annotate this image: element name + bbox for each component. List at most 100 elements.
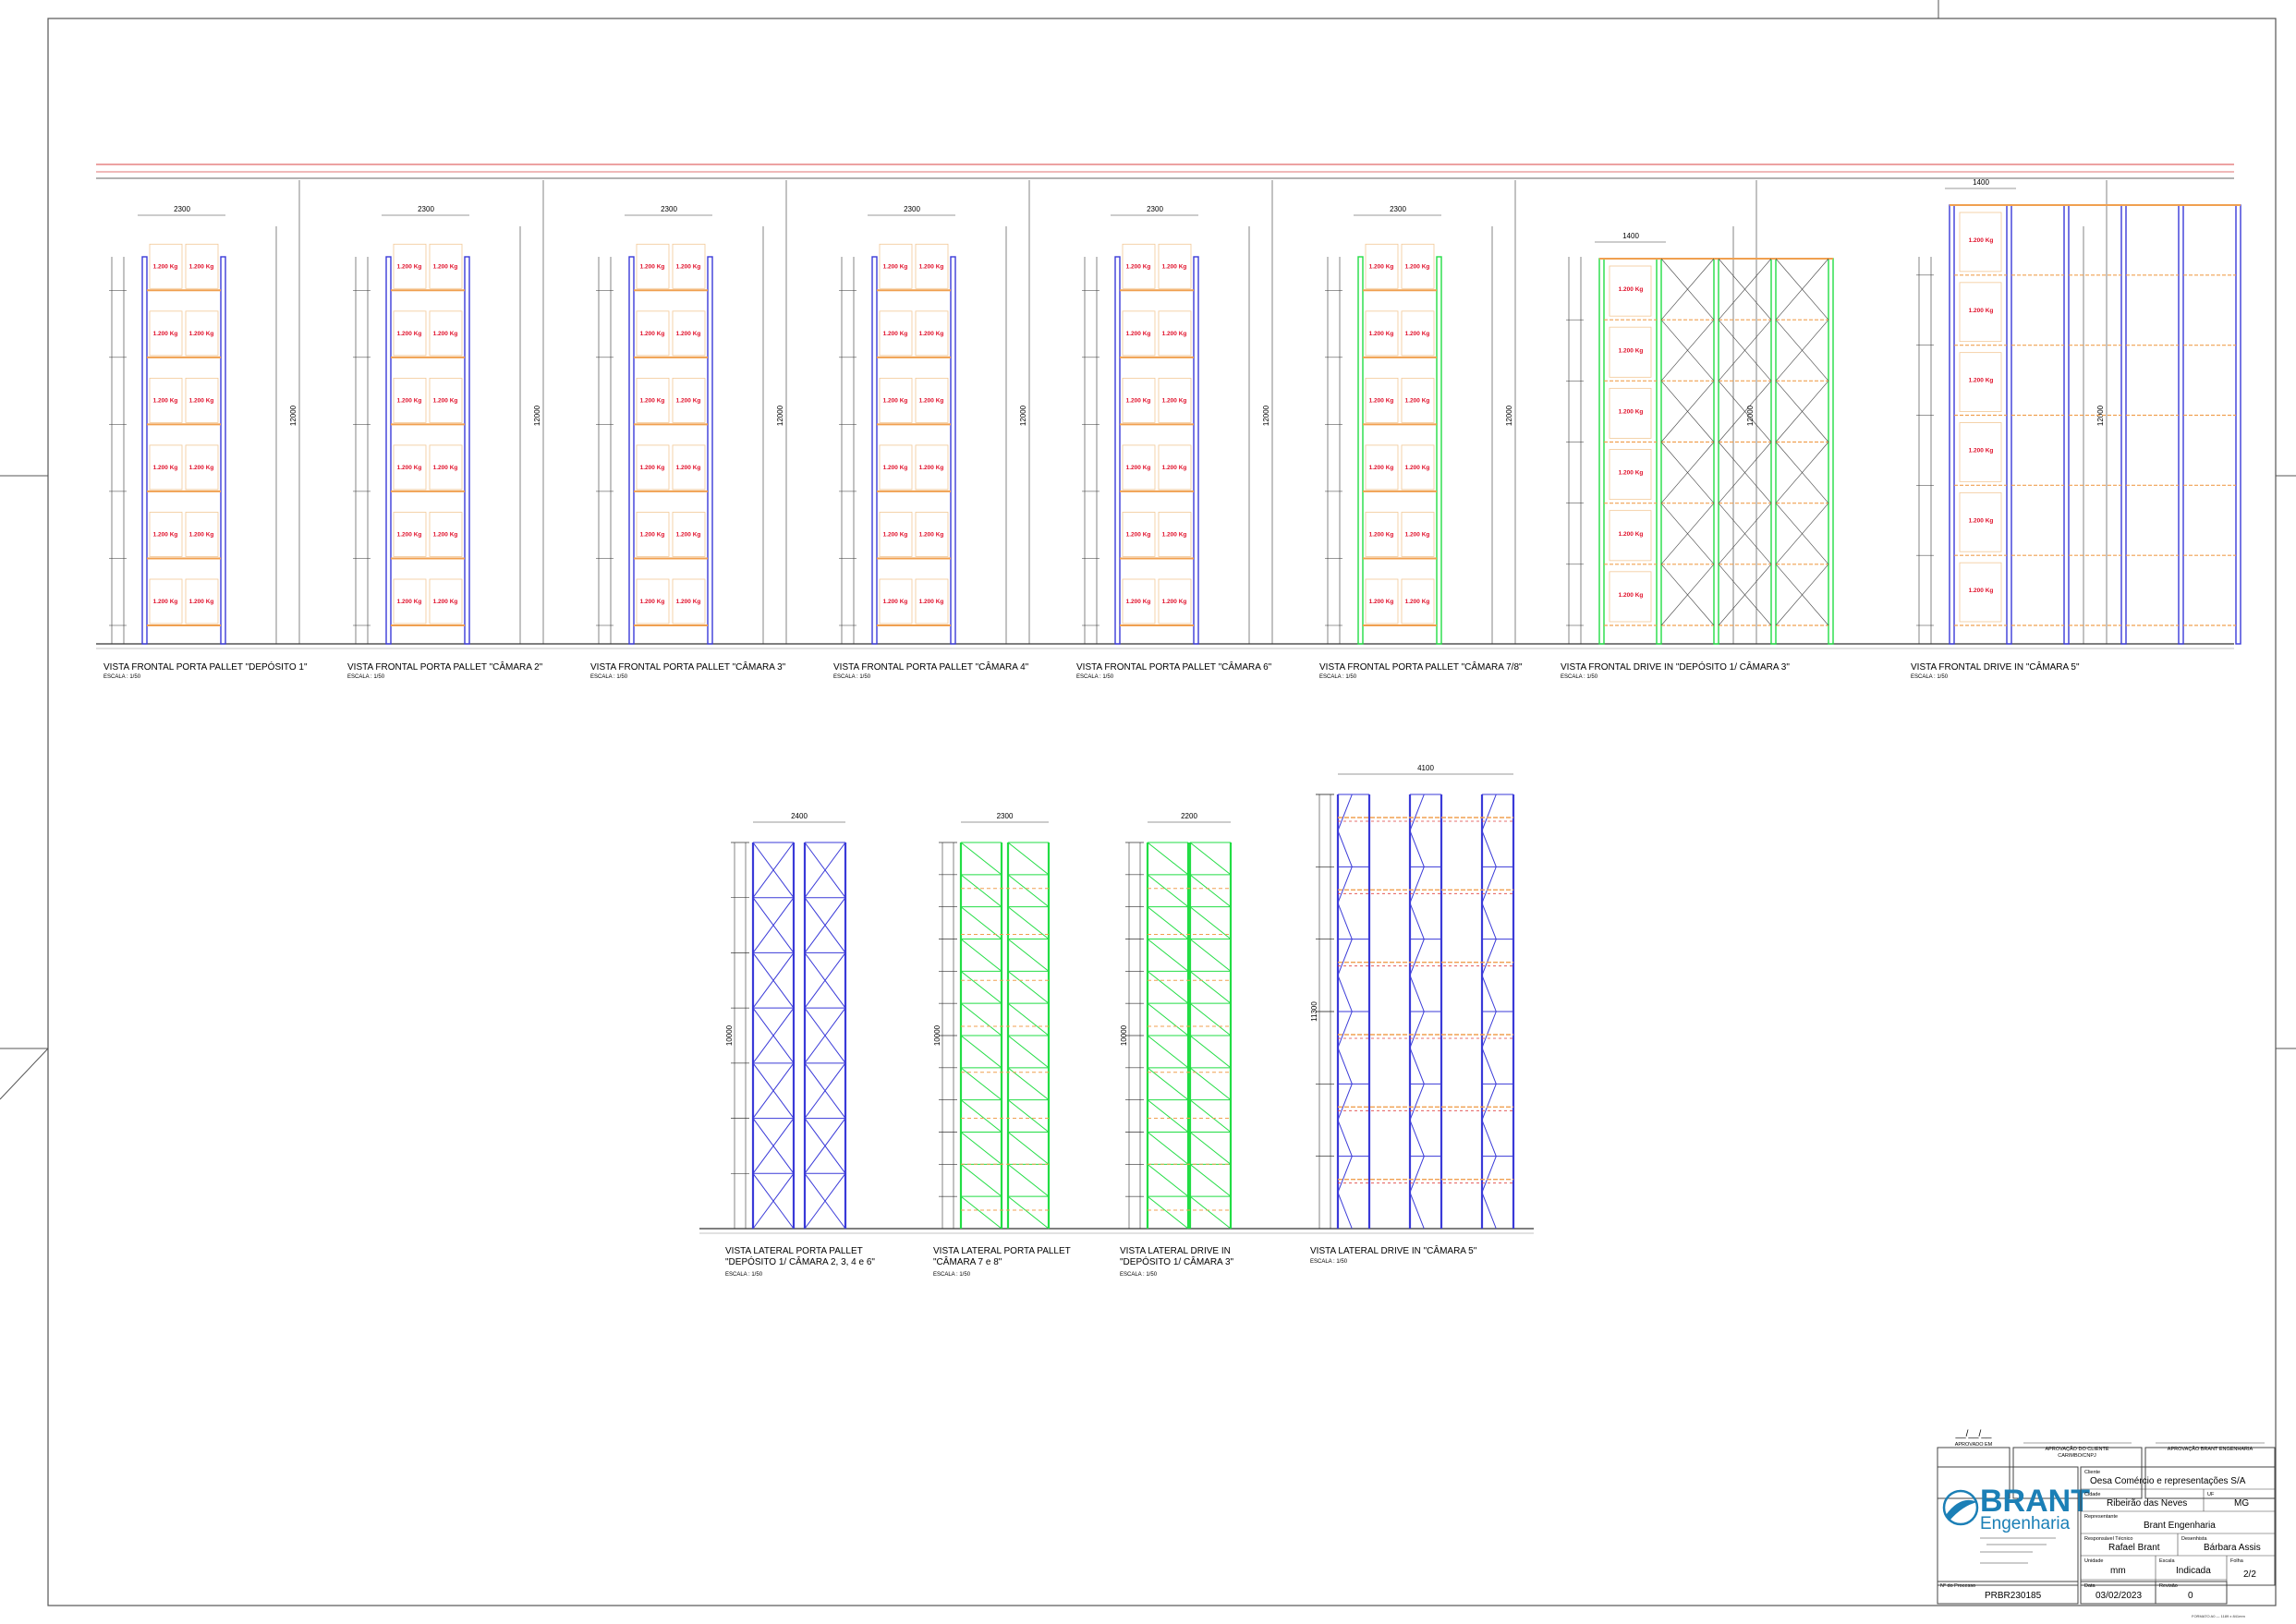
bracing: [1718, 503, 1772, 565]
pallet-box: [1959, 282, 2002, 343]
upright-right: [950, 256, 956, 645]
total-height-label: 12000: [1746, 405, 1755, 426]
pallet-box: [915, 512, 949, 557]
bracing: [1660, 442, 1715, 503]
pallet-box: [1158, 512, 1192, 557]
width-label: 4100: [1417, 764, 1434, 772]
load-label: 1.200 Kg: [397, 599, 422, 605]
pallet-box: [149, 377, 183, 423]
pallet-box: [393, 310, 427, 357]
view-scale: ESCALA : 1/50: [833, 674, 871, 680]
frame-diagonal: [1189, 1163, 1232, 1197]
brant-approval-label: APROVAÇÃO BRANT ENGENHARIA: [2168, 1446, 2253, 1452]
frame-diagonal: [1007, 842, 1050, 876]
front-views-group: 12000 2300 1.200 Kg 1.200 Kg 1.200 Kg 1.200 K…: [103, 178, 2241, 680]
frame-diagonal: [804, 1062, 846, 1119]
width-label: 2200: [1181, 812, 1197, 820]
pallet-box: [429, 578, 463, 624]
load-label: 1.200 Kg: [883, 465, 908, 471]
load-label: 1.200 Kg: [153, 263, 178, 270]
pallet-box: [915, 310, 949, 357]
pallet-box: [879, 310, 913, 357]
frame-diagonal: [960, 1067, 1002, 1101]
load-label: 1.200 Kg: [1162, 331, 1187, 337]
load-label: 1.200 Kg: [433, 263, 458, 270]
frame-diagonal: [1007, 906, 1050, 939]
load-label: 1.200 Kg: [640, 465, 665, 471]
frame-diagonal: [1481, 1084, 1497, 1121]
view-title-line2: "CÂMARA 7 e 8": [933, 1255, 1002, 1267]
pallet-box: [1122, 310, 1156, 357]
view-title: VISTA LATERAL PORTA PALLET: [933, 1246, 1071, 1256]
frame-diagonal: [1189, 1099, 1232, 1133]
pallet-box: [636, 377, 670, 423]
frame-diagonal: [1481, 939, 1497, 976]
frame-diagonal: [1409, 830, 1425, 867]
frame-diagonal: [1189, 1067, 1232, 1101]
load-label: 1.200 Kg: [676, 531, 701, 538]
frame-diagonal: [1481, 1156, 1497, 1194]
upright-left: [1114, 256, 1121, 645]
frame-diagonal: [1481, 903, 1497, 939]
height-label: 10000: [725, 1024, 734, 1046]
frame-diagonal: [1007, 1067, 1050, 1101]
frame-diagonal: [1409, 867, 1425, 903]
pallet-box: [1122, 243, 1156, 289]
frame-diagonal: [960, 970, 1002, 1004]
load-label: 1.200 Kg: [1969, 588, 1994, 594]
pallet-box: [879, 377, 913, 423]
pallet-box: [429, 377, 463, 423]
load-label: 1.200 Kg: [676, 331, 701, 337]
view-title: VISTA FRONTAL PORTA PALLET "CÂMARA 4": [833, 661, 1029, 673]
frame-diagonal: [1409, 794, 1425, 831]
pallet-box: [1365, 377, 1399, 423]
frame-diagonal: [804, 952, 846, 1009]
frame-diagonal: [960, 842, 1002, 876]
pallet-box: [1609, 510, 1652, 562]
process-label: Nº do Processo: [1940, 1582, 1975, 1589]
pallet-box: [636, 512, 670, 557]
load-label: 1.200 Kg: [433, 465, 458, 471]
pallet-box: [185, 512, 219, 557]
frame-diagonal: [1337, 903, 1353, 939]
width-label: 2300: [1390, 205, 1406, 213]
frame-diagonal: [1147, 1132, 1189, 1165]
frame-diagonal: [1409, 1192, 1425, 1230]
pallet-box: [1158, 578, 1192, 624]
load-label: 1.200 Kg: [1369, 263, 1394, 270]
frame-diagonal: [804, 842, 846, 899]
load-label: 1.200 Kg: [397, 531, 422, 538]
load-label: 1.200 Kg: [153, 331, 178, 337]
load-label: 1.200 Kg: [1619, 470, 1644, 477]
sheet-value: 2/2: [2243, 1569, 2256, 1580]
frame-diagonal: [960, 1002, 1002, 1036]
width-label: 2300: [174, 205, 190, 213]
load-label: 1.200 Kg: [640, 531, 665, 538]
frame-diagonal: [1147, 1195, 1189, 1230]
frame-diagonal: [1481, 1192, 1497, 1230]
frame-diagonal: [1409, 975, 1425, 1012]
upright-right: [464, 256, 470, 645]
load-label: 1.200 Kg: [189, 331, 214, 337]
pallet-box: [1959, 422, 2002, 482]
load-label: 1.200 Kg: [189, 599, 214, 605]
width-label: 2400: [791, 812, 808, 820]
unit-value: mm: [2110, 1566, 2126, 1576]
bracing: [1718, 564, 1772, 626]
frame-diagonal: [1189, 842, 1232, 876]
frame-diagonal: [1007, 1099, 1050, 1133]
load-label: 1.200 Kg: [640, 397, 665, 404]
frame-diagonal: [1409, 1047, 1425, 1085]
frame-diagonal: [1007, 1132, 1050, 1165]
view-title: VISTA FRONTAL PORTA PALLET "CÂMARA 2": [347, 661, 543, 673]
width-label: 2300: [997, 812, 1014, 820]
pallet-box: [1158, 243, 1192, 289]
load-label: 1.200 Kg: [433, 531, 458, 538]
frame-diagonal: [752, 952, 795, 1009]
frame-diagonal: [1147, 1163, 1189, 1197]
rev-box: [2155, 1581, 2228, 1605]
